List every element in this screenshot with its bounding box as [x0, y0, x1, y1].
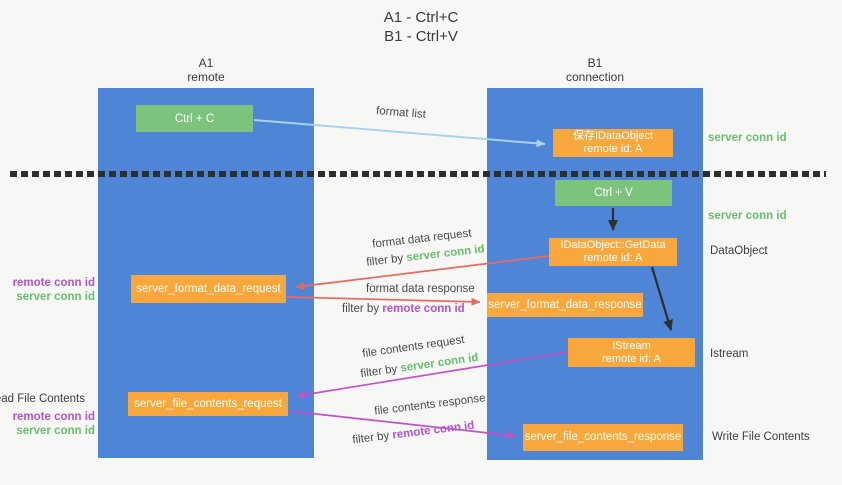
dataobject-label: DataObject: [710, 245, 768, 257]
format-list-label: format list: [375, 105, 427, 121]
istream-side-label: Istream: [710, 348, 749, 360]
server-conn-id-top-label: server conn id: [708, 132, 787, 144]
lifeline-a1-role: remote: [187, 70, 225, 84]
getdata-line2: remote id: A: [583, 252, 643, 264]
title-line-1: A1 - Ctrl+C: [383, 9, 459, 26]
format-data-response-label: format data response: [366, 283, 475, 295]
file-server-conn-id-label: server conn id: [16, 425, 95, 437]
write-file-contents-label: Write File Contents: [712, 431, 810, 443]
diagram-title: A1 - Ctrl+C B1 - Ctrl+V: [0, 8, 842, 46]
lifeline-b1-role: connection: [565, 70, 625, 84]
server-format-data-response-node: server_format_data_response: [487, 293, 643, 317]
server-format-data-request-label: server_format_data_request: [136, 282, 281, 295]
session-separator-line: [10, 171, 826, 177]
server-format-data-request-node: server_format_data_request: [131, 275, 286, 303]
ctrl-v-label: Ctrl + V: [594, 187, 633, 199]
filter-by-text: filter by: [359, 362, 402, 381]
getdata-node: IDataObject::GetData remote id: A: [549, 238, 677, 266]
file-contents-response-filter-label: filter by remote conn id: [352, 420, 475, 447]
filter-by-text: filter by: [365, 252, 408, 269]
lifeline-a1-id: A1: [198, 56, 214, 70]
server-conn-id-key: server conn id: [399, 351, 480, 375]
server-file-contents-request-node: server_file_contents_request: [128, 392, 288, 416]
title-line-2: B1 - Ctrl+V: [384, 28, 458, 45]
server-file-contents-response-label: server_file_contents_response: [524, 431, 682, 443]
format-data-response-arrow: [286, 296, 481, 306]
remote-conn-id-key: remote conn id: [391, 419, 475, 442]
save-dataobject-node: 保存IDataObject remote id: A: [553, 129, 673, 157]
server-file-contents-request-label: server_file_contents_request: [134, 397, 282, 410]
lifeline-b1-id: B1: [587, 56, 603, 70]
file-remote-conn-id-label: remote conn id: [12, 411, 95, 423]
format-remote-conn-id-label: remote conn id: [12, 277, 95, 289]
read-file-contents-label: Read File Contents: [0, 393, 85, 405]
format-data-response-filter-label: filter by remote conn id: [342, 303, 465, 315]
filter-by-text: filter by: [342, 303, 383, 315]
lifeline-header-b1: B1 connection: [515, 56, 675, 84]
istream-line1: IStream: [612, 339, 651, 352]
file-contents-response-label: file contents response: [373, 392, 487, 418]
filter-by-text: filter by: [351, 429, 394, 447]
server-file-contents-response-node: server_file_contents_response: [523, 424, 683, 451]
istream-node: IStream remote id: A: [568, 338, 695, 367]
ctrl-c-node: Ctrl + C: [136, 105, 253, 132]
format-server-conn-id-label: server conn id: [16, 291, 95, 303]
lifeline-header-a1: A1 remote: [126, 56, 286, 84]
server-format-data-response-label: server_format_data_response: [488, 298, 642, 311]
ctrl-c-label: Ctrl + C: [174, 112, 215, 125]
ctrl-v-node: Ctrl + V: [555, 180, 672, 206]
remote-conn-id-key: remote conn id: [382, 303, 465, 315]
save-dataobject-line2: remote id: A: [583, 143, 643, 155]
istream-line2: remote id: A: [602, 352, 661, 365]
save-dataobject-line1: 保存IDataObject: [572, 130, 654, 142]
server-conn-id-mid-label: server conn id: [708, 210, 787, 222]
getdata-line1: IDataObject::GetData: [560, 239, 666, 251]
server-conn-id-key: server conn id: [405, 243, 486, 265]
